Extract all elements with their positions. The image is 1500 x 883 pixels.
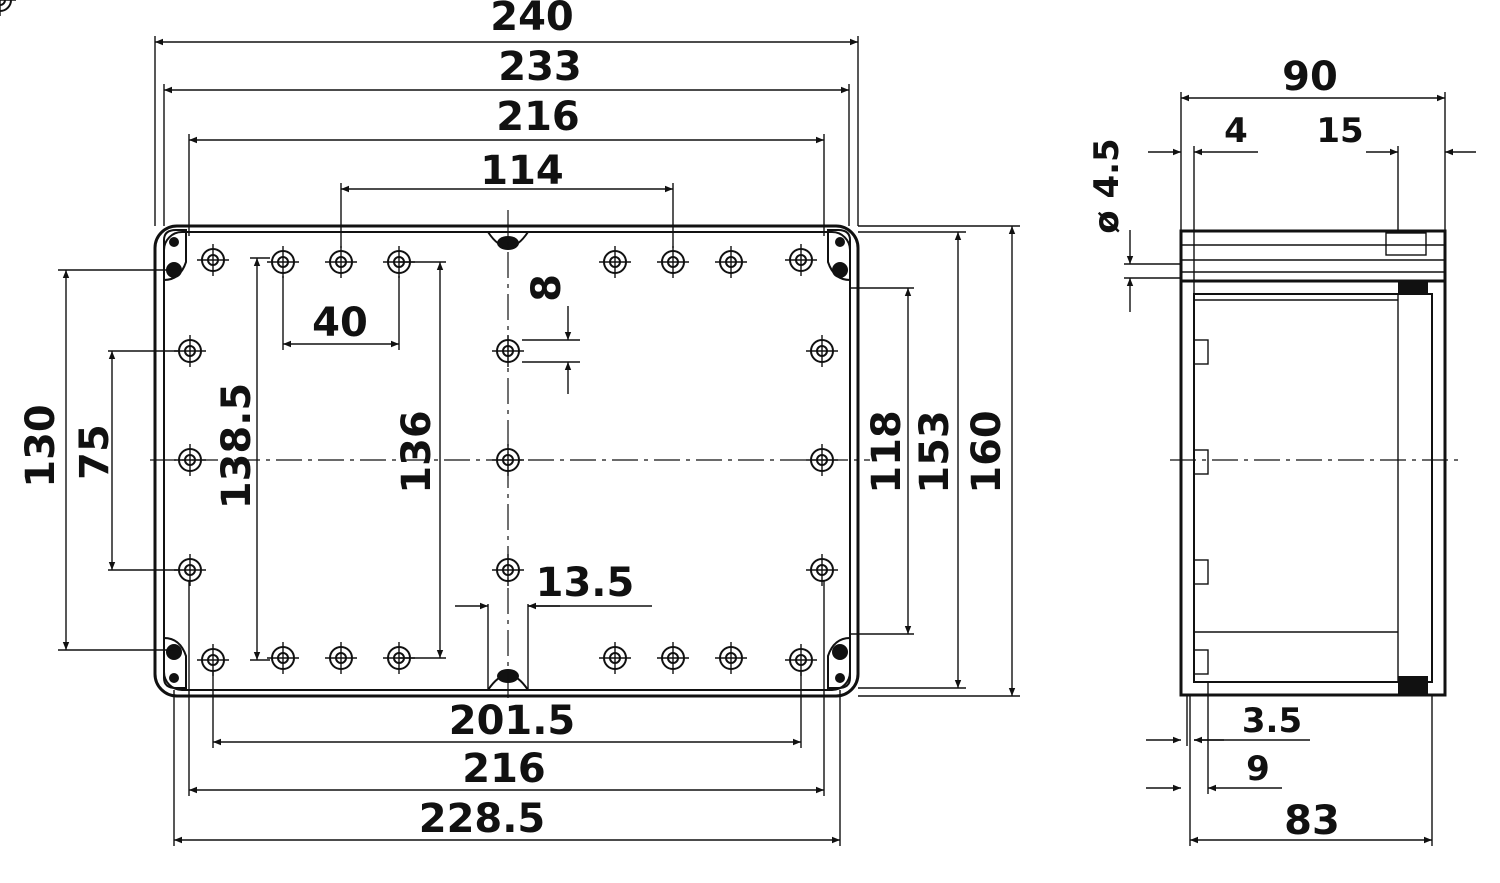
dim-3-5: 3.5 [1242, 701, 1302, 741]
lid-outline [163, 231, 851, 691]
mounting-holes [0, 0, 839, 677]
right-dimensions [850, 225, 1020, 697]
dim-diameter-4-5: ø 4.5 [1087, 138, 1127, 233]
dim-9: 9 [1246, 749, 1270, 789]
dim-4: 4 [1224, 111, 1248, 151]
dim-160: 160 [964, 410, 1010, 494]
dim-138-5: 138.5 [214, 383, 260, 510]
dim-15: 15 [1316, 111, 1363, 151]
side-body [1179, 279, 1447, 697]
top-dimensions [154, 36, 859, 394]
dim-114: 114 [480, 148, 564, 194]
dim-240: 240 [490, 0, 574, 40]
dim-75: 75 [72, 424, 118, 480]
left-dimensions [58, 257, 446, 661]
dim-40: 40 [312, 300, 368, 346]
front-view: 240 233 216 114 40 8 13.5 201.5 216 228.… [0, 0, 1020, 846]
dim-233: 233 [498, 44, 582, 90]
dim-201-5: 201.5 [449, 698, 576, 744]
dim-228-5: 228.5 [419, 796, 546, 842]
dim-153: 153 [912, 410, 958, 494]
dim-216-top: 216 [496, 94, 580, 140]
dim-216-bottom: 216 [462, 746, 546, 792]
dim-136: 136 [394, 410, 440, 494]
dim-83: 83 [1284, 798, 1340, 844]
enclosure-outline [153, 224, 860, 698]
dim-13-5: 13.5 [536, 560, 635, 606]
bottom-dimensions [173, 580, 841, 846]
dim-118: 118 [864, 410, 910, 494]
dim-8: 8 [524, 274, 570, 302]
side-view [1124, 92, 1476, 846]
dim-90: 90 [1282, 54, 1338, 100]
corner-recesses [163, 229, 851, 689]
dim-130: 130 [18, 404, 64, 488]
side-lid [1179, 229, 1447, 283]
